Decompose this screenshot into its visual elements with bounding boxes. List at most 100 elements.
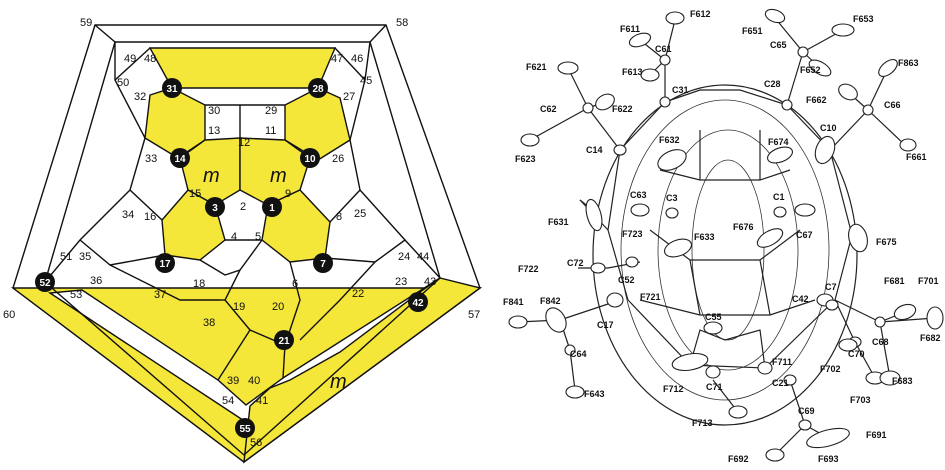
- vertex-number: 36: [90, 275, 102, 287]
- right-band: [243, 277, 482, 464]
- vertex-number: 20: [272, 301, 284, 313]
- atom-label: C63: [630, 190, 647, 200]
- vertex-number: 48: [144, 53, 156, 65]
- vertex-number: 15: [189, 188, 201, 200]
- vertex-number: 8: [336, 211, 342, 223]
- vertex-number: 27: [343, 91, 355, 103]
- atom-label: F611: [620, 24, 640, 34]
- vertex-number: 5: [255, 231, 261, 243]
- vertex-number: 11: [265, 125, 276, 137]
- vertex-number: 33: [145, 153, 157, 165]
- vertex-number: 58: [396, 17, 408, 29]
- vertex-number: 38: [203, 317, 215, 329]
- atom-label: F711: [772, 357, 792, 367]
- vertex-number: 59: [80, 17, 92, 29]
- atom-label: F681: [884, 276, 905, 286]
- vertex-number: 50: [117, 77, 129, 89]
- atom-label: F632: [659, 135, 680, 145]
- badge: 1: [262, 197, 282, 217]
- vertex-number: 40: [248, 375, 260, 387]
- atom-label: C14: [586, 145, 603, 155]
- atom-label: F712: [663, 384, 684, 394]
- vertex-number: 23: [395, 276, 407, 288]
- atom-label: C3: [666, 193, 678, 203]
- atom-label: F863: [898, 58, 919, 68]
- vertex-number: 25: [354, 208, 366, 220]
- vertex-number: 54: [222, 395, 234, 407]
- atom-label: C61: [655, 44, 672, 54]
- m-label: m: [270, 165, 287, 187]
- inner-network: [44, 24, 441, 381]
- badge-label: 31: [166, 84, 178, 95]
- atom-label: F722: [518, 264, 539, 274]
- atom-label: F701: [918, 276, 939, 286]
- vertex-number: 53: [70, 289, 82, 301]
- atom-label: F721: [640, 292, 661, 302]
- vertex-number: 57: [468, 309, 480, 321]
- vertex-numbers: 59 58 49 48 47 46 50 32 45 27 30 29 13 1…: [3, 17, 480, 449]
- atom-label: C68: [872, 337, 889, 347]
- vertex-number: 19: [233, 301, 245, 313]
- badge: 17: [155, 253, 175, 273]
- vertex-number: 32: [134, 91, 146, 103]
- atom-label: F683: [892, 376, 913, 386]
- atom-label: C10: [820, 123, 837, 133]
- atom-label: F723: [622, 229, 643, 239]
- badge-label: 7: [320, 259, 326, 270]
- atom-label: F652: [800, 65, 821, 75]
- atom-label: C66: [884, 100, 901, 110]
- badge-label: 3: [212, 203, 218, 214]
- vertex-number: 49: [124, 53, 136, 65]
- vertex-number: 47: [331, 53, 343, 65]
- badge-label: 10: [304, 154, 316, 165]
- vertex-number: 56: [250, 437, 262, 449]
- vertex-number: 22: [352, 288, 364, 300]
- atom-labels: F611 F612 C61 F613 F651 F653 C65 F652 F6…: [503, 9, 941, 464]
- atom-label: F651: [742, 26, 763, 36]
- vertex-number: 46: [351, 53, 363, 65]
- atom-label: F682: [920, 333, 941, 343]
- atom-label: F675: [876, 237, 897, 247]
- atom-label: F676: [733, 222, 754, 232]
- atom-label: C55: [705, 312, 722, 322]
- badge: 21: [274, 330, 294, 350]
- badge-label: 55: [239, 424, 251, 435]
- vertex-number: 29: [265, 105, 277, 117]
- vertex-number: 9: [285, 188, 291, 200]
- badge-label: 14: [174, 154, 186, 165]
- atom-label: C21: [772, 378, 789, 388]
- badge-label: 42: [412, 298, 424, 309]
- atom-label: F841: [503, 297, 524, 307]
- atom-label: C69: [798, 406, 815, 416]
- atom-label: F713: [692, 418, 713, 428]
- vertex-number: 24: [398, 251, 410, 263]
- vertex-number: 41: [256, 395, 268, 407]
- atom-label: C1: [773, 192, 785, 202]
- atom-label: F661: [906, 152, 927, 162]
- atom-label: C72: [567, 258, 584, 268]
- badge-label: 52: [39, 278, 51, 289]
- badge-label: 1: [269, 203, 275, 214]
- vertex-number: 16: [144, 211, 156, 223]
- badge-label: 17: [159, 259, 171, 270]
- badge: 7: [313, 253, 333, 273]
- badge: 28: [308, 78, 328, 98]
- vertex-number: 60: [3, 309, 15, 321]
- ortep-drawing: F611 F612 C61 F613 F651 F653 C65 F652 F6…: [503, 8, 944, 464]
- schlegel-diagram: [10, 24, 483, 464]
- atom-label: F653: [853, 14, 874, 24]
- atom-label: C65: [770, 40, 787, 50]
- vertex-number: 30: [208, 105, 220, 117]
- vertex-number: 18: [193, 278, 205, 290]
- atom-label: F631: [548, 217, 569, 227]
- atom-label: F662: [806, 95, 827, 105]
- atom-label: C28: [764, 79, 781, 89]
- atom-label: F612: [690, 9, 711, 19]
- vertex-number: 43: [424, 276, 436, 288]
- atom-label: F674: [768, 137, 789, 147]
- badge: 52: [35, 272, 55, 292]
- atom-label: F693: [818, 454, 839, 464]
- atom-label: F692: [728, 454, 749, 464]
- badge-label: 21: [278, 336, 290, 347]
